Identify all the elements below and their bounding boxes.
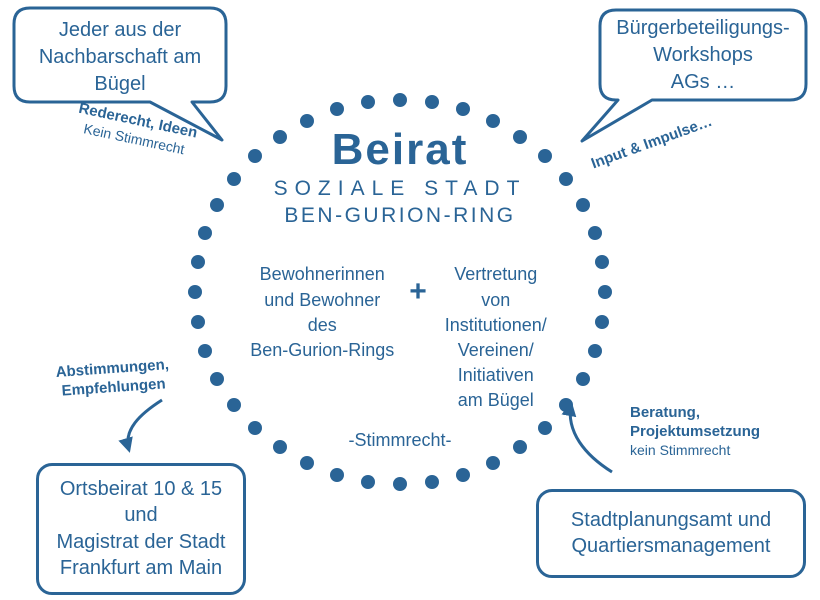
ring-dot [210, 372, 225, 387]
ring-dot [486, 113, 501, 128]
ring-dot [329, 467, 344, 482]
ring-dot [513, 129, 528, 144]
members-institutions: Vertretung von Institutionen/ Vereinen/ … [444, 264, 547, 411]
diagram-subtitle-line1: SOZIALE STADT [273, 177, 527, 201]
ring-dot [329, 102, 344, 117]
label-beratung: Beratung, Projektumsetzung kein Stimmrec… [630, 404, 790, 459]
ring-dot [558, 172, 573, 187]
voting-right-note: -Stimmrecht- [348, 429, 452, 450]
ring-dot [272, 129, 287, 144]
members-residents: Bewohnerinnen und Bewohner des Ben-Gurio… [250, 264, 395, 360]
arrow-to-ortsbeirat [118, 398, 163, 453]
ring-dot [595, 254, 610, 269]
diagram-subtitle-line2: BEN-GURION-RING [284, 204, 516, 228]
ring-dot [198, 344, 213, 359]
label-beratung-bold: Beratung, Projektumsetzung [630, 404, 761, 440]
members-columns: Bewohnerinnen und Bewohner des Ben-Gurio… [225, 262, 575, 413]
ring-dot [587, 225, 602, 240]
ring-dot [598, 285, 612, 299]
ring-dot [188, 285, 202, 299]
speech-bubble-top-left [12, 6, 228, 142]
speech-bubble-top-right [580, 8, 808, 143]
bubble-workshops-text: Bürgerbeteiligungs- Workshops AGs … [616, 17, 790, 93]
ring-dot [272, 440, 287, 455]
plus-sign: + [409, 275, 427, 309]
ring-dot [575, 372, 590, 387]
ring-dot [190, 254, 205, 269]
arrow-from-stadtplanungsamt [561, 401, 613, 474]
ring-dot [595, 315, 610, 330]
ring-dot [210, 197, 225, 212]
ring-dot [227, 397, 242, 412]
label-beratung-normal: kein Stimmrecht [630, 441, 731, 458]
ring-dot [248, 420, 263, 435]
ring-dot [425, 474, 440, 489]
diagram-title: Beirat [331, 125, 469, 174]
box-stadtplanungsamt: Stadtplanungsamt und Quartiersmanagement [536, 489, 806, 578]
ring-dot [456, 467, 471, 482]
ring-dot [198, 225, 213, 240]
ring-dot [575, 197, 590, 212]
ring-dot [227, 172, 242, 187]
ring-dot [299, 113, 314, 128]
ring-dot [587, 344, 602, 359]
ring-dot [393, 93, 407, 107]
ring-dot [299, 456, 314, 471]
ring-dot [360, 474, 375, 489]
ring-dot [190, 315, 205, 330]
ring-dot [513, 440, 528, 455]
ring-dot [248, 149, 263, 164]
ring-dot [425, 95, 440, 110]
ring-dot [486, 456, 501, 471]
ring-dot [537, 420, 552, 435]
ring-dot [393, 477, 407, 491]
ring-dot [537, 149, 552, 164]
bubble-neighborhood-text: Jeder aus der Nachbarschaft am Bügel [38, 19, 202, 95]
box-ortsbeirat: Ortsbeirat 10 & 15 und Magistrat der Sta… [36, 463, 246, 595]
ring-dot [360, 95, 375, 110]
center-content: Beirat SOZIALE STADT BEN-GURION-RING Bew… [225, 125, 575, 451]
ring-dot [456, 102, 471, 117]
